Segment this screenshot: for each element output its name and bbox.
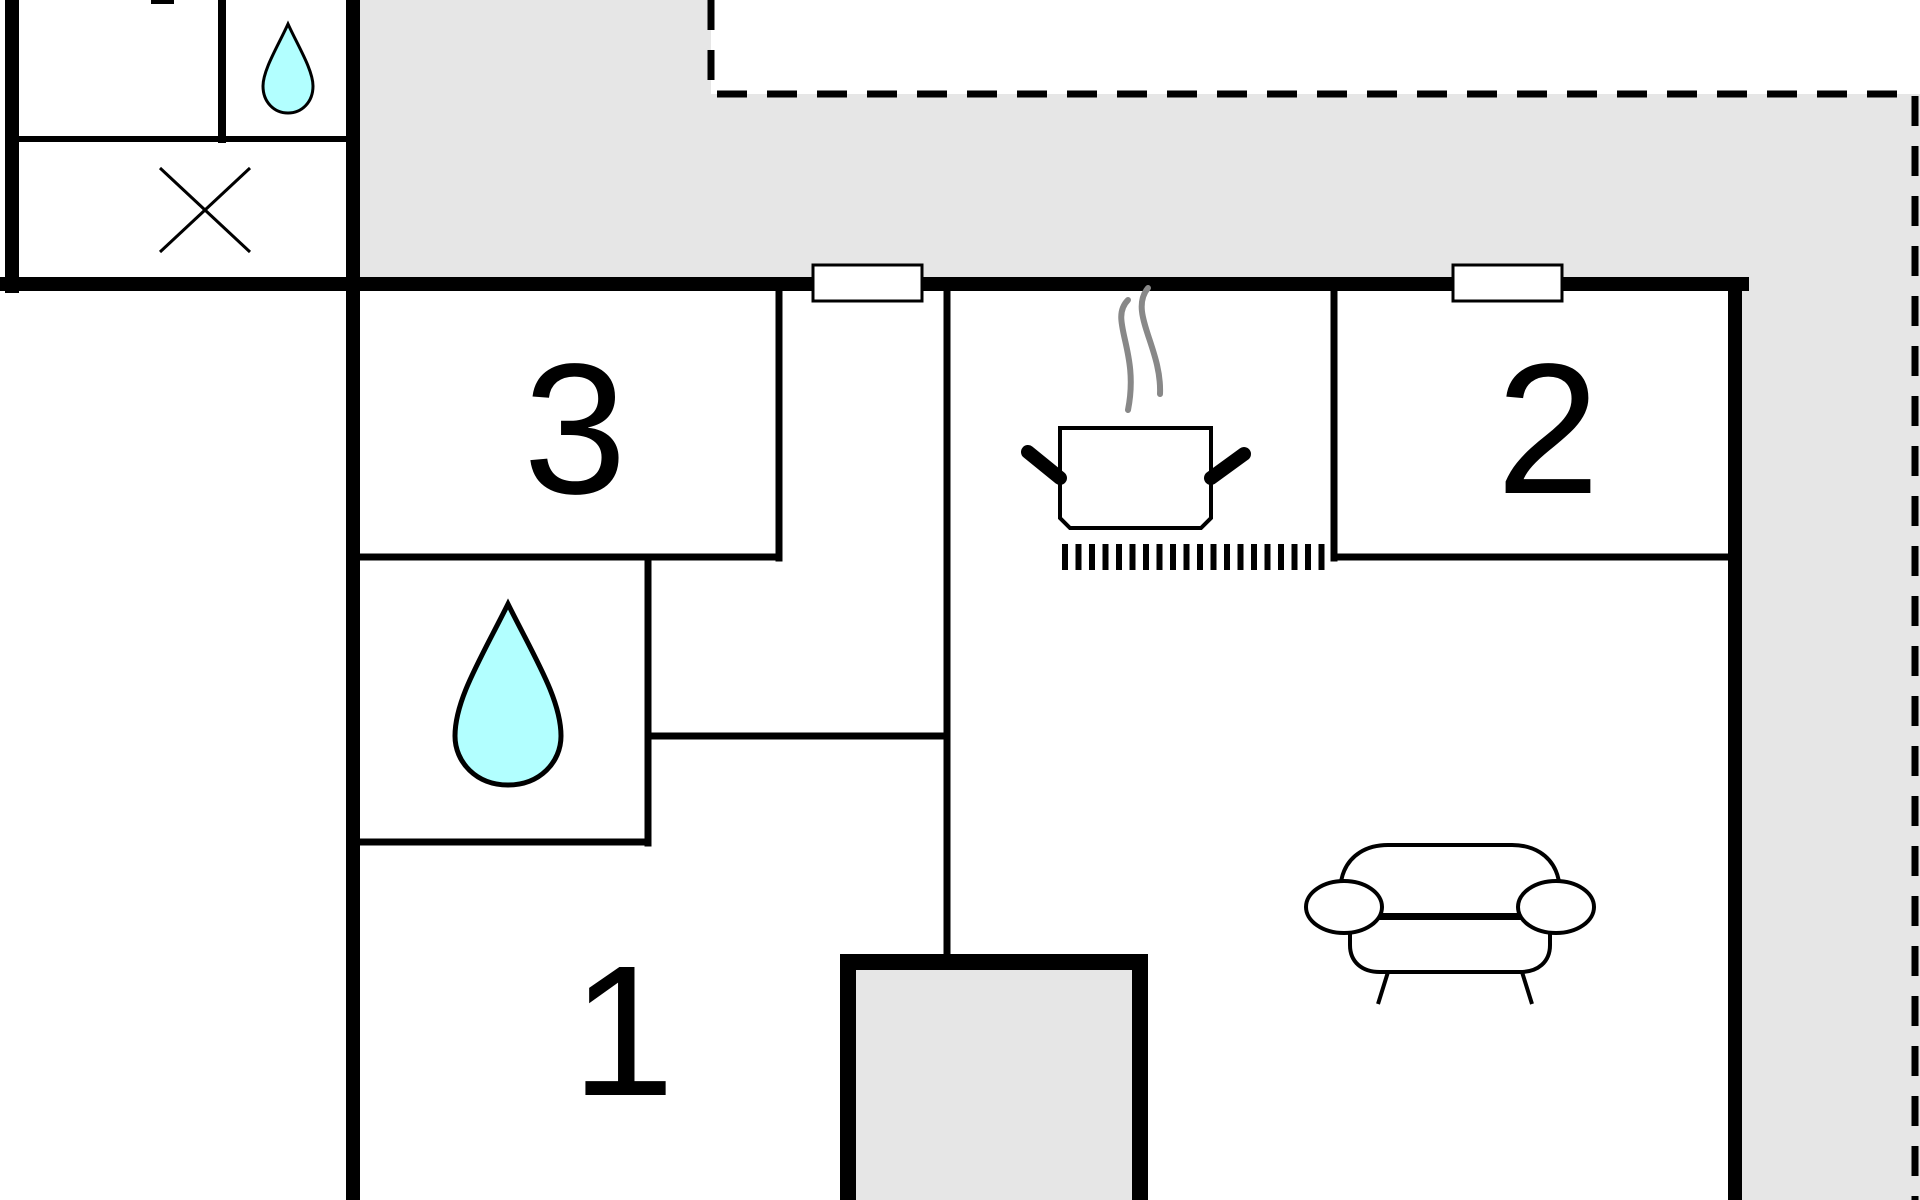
kitchen-counter xyxy=(1062,544,1325,570)
counter-tick xyxy=(1116,544,1122,570)
counter-tick xyxy=(1224,544,1230,570)
terrace-right xyxy=(1735,94,1920,1200)
window-left xyxy=(811,263,924,303)
sofa-icon xyxy=(1304,843,1596,1005)
steam-line-left xyxy=(1118,297,1134,413)
counter-tick xyxy=(1197,544,1203,570)
counter-tick xyxy=(1210,544,1217,570)
counter-tick xyxy=(1278,544,1284,570)
sofa-leg-left xyxy=(1376,971,1390,1005)
sofa-leg-right xyxy=(1520,971,1534,1005)
counter-tick xyxy=(1062,544,1068,570)
fireplace-block xyxy=(840,954,1148,1200)
sofa-seat xyxy=(1348,913,1552,974)
counter-tick xyxy=(1291,544,1298,570)
counter-tick xyxy=(1170,544,1176,570)
pot-body xyxy=(1058,426,1213,530)
sofa-arm-left xyxy=(1304,879,1384,935)
counter-tick xyxy=(1183,544,1190,570)
counter-tick xyxy=(1251,544,1257,570)
counter-tick xyxy=(1089,544,1095,570)
interior-walls xyxy=(356,280,1739,964)
pot-handle-right xyxy=(1204,447,1251,485)
counter-tick xyxy=(1156,544,1163,570)
water-drop-icon xyxy=(452,598,564,788)
sofa-arm-right xyxy=(1516,879,1596,935)
bedroom-1-label: 1 xyxy=(571,928,674,1135)
counter-tick xyxy=(1075,544,1082,570)
cross-icon xyxy=(158,166,252,254)
bedroom-2-label: 2 xyxy=(1496,326,1599,533)
window-right xyxy=(1451,263,1564,303)
counter-tick xyxy=(1102,544,1109,570)
property-boundary xyxy=(707,0,1919,1200)
steam-line-right xyxy=(1138,285,1164,397)
counter-tick xyxy=(1129,544,1136,570)
counter-tick xyxy=(1318,544,1325,570)
counter-tick xyxy=(1305,544,1311,570)
annex-floor xyxy=(0,0,360,286)
property-white-region xyxy=(711,0,1920,94)
counter-tick xyxy=(1264,544,1271,570)
terrace-area xyxy=(360,0,1920,1200)
bedroom-3-label: 3 xyxy=(523,326,626,533)
cooking-pot-icon xyxy=(1021,285,1251,530)
water-drop-icon xyxy=(261,20,315,115)
counter-tick xyxy=(1237,544,1244,570)
pot-handle-left xyxy=(1021,445,1067,485)
annex-building xyxy=(0,0,367,1200)
counter-tick xyxy=(1143,544,1149,570)
